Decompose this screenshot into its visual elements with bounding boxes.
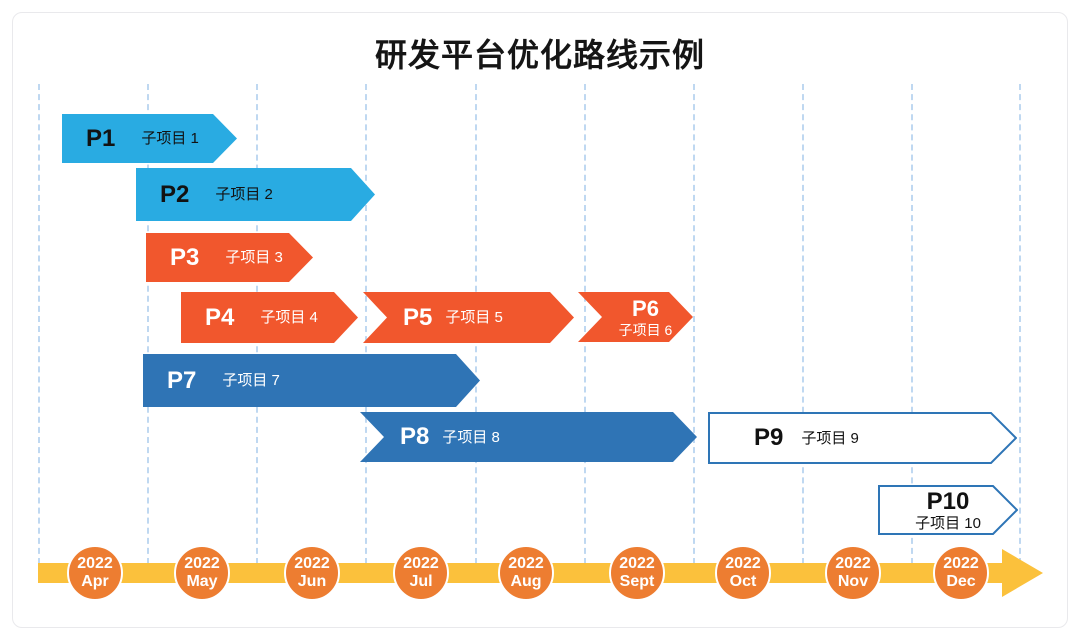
bar-id: P10 [926, 487, 970, 515]
bar-label: 子项目 3 [225, 249, 283, 266]
bar-p10: P10 子项目 10 [878, 485, 1018, 535]
bar-label: 子项目 10 [915, 514, 981, 532]
bar-p2: P2 子项目 2 [136, 168, 375, 221]
timeline-year: 2022 [943, 554, 979, 572]
bar-label: 子项目 7 [222, 372, 280, 389]
timeline-month: Jul [409, 573, 433, 590]
outlined-arrow-shape [708, 412, 1017, 464]
timeline-month-jul: 2022 Jul [393, 545, 449, 601]
timeline-year: 2022 [77, 554, 113, 572]
bar-id: P8 [400, 423, 430, 450]
bar-p7: P7 子项目 7 [143, 354, 480, 407]
timeline-month: Aug [510, 573, 542, 590]
timeline-year: 2022 [619, 554, 655, 572]
bar-id: P5 [403, 303, 433, 331]
timeline-month-sept: 2022 Sept [609, 545, 665, 601]
gridline [911, 84, 913, 564]
timeline-month: Nov [837, 573, 869, 590]
bar-id: P1 [86, 124, 116, 152]
timeline-month: Oct [729, 573, 757, 590]
bar-p8: P8 子项目 8 [360, 412, 697, 462]
timeline-year: 2022 [835, 554, 871, 572]
timeline-year: 2022 [725, 554, 761, 572]
timeline-month: May [186, 573, 218, 590]
bar-p1: P1 子项目 1 [62, 114, 237, 163]
gridline [1019, 84, 1021, 564]
bar-p4: P4 子项目 4 [181, 292, 358, 343]
page-title: 研发平台优化路线示例 [374, 37, 705, 73]
timeline-month: Sept [619, 573, 655, 590]
bar-id: P7 [167, 366, 197, 394]
timeline-year: 2022 [294, 554, 330, 572]
bar-id: P2 [160, 180, 190, 208]
timeline-month: Apr [81, 573, 109, 590]
bar-label: 子项目 5 [445, 309, 503, 326]
bar-label: 子项目 8 [442, 428, 500, 446]
bar-p3: P3 子项目 3 [146, 233, 313, 282]
timeline-month-apr: 2022 Apr [67, 545, 123, 601]
bar-p9: P9 子项目 9 [708, 412, 1017, 464]
gridline [693, 84, 695, 564]
bar-id: P4 [205, 303, 235, 331]
gridline [365, 84, 367, 564]
bar-label: 子项目 4 [260, 309, 318, 326]
gridline [147, 84, 149, 564]
timeline-month: Dec [946, 573, 976, 590]
timeline-year: 2022 [403, 554, 439, 572]
bar-id: P6 [632, 295, 659, 321]
timeline-month-jun: 2022 Jun [284, 545, 340, 601]
timeline-month-oct: 2022 Oct [715, 545, 771, 601]
bar-label: 子项目 6 [618, 321, 673, 338]
timeline-month-nov: 2022 Nov [825, 545, 881, 601]
bar-label: 子项目 9 [801, 429, 859, 447]
bar-label: 子项目 2 [215, 186, 273, 203]
gridline [802, 84, 804, 564]
gridline [584, 84, 586, 564]
timeline-month: Jun [297, 573, 327, 590]
bar-label: 子项目 1 [141, 130, 199, 147]
canvas-frame [12, 12, 1068, 628]
timeline-month-may: 2022 May [174, 545, 230, 601]
timeline-year: 2022 [184, 554, 220, 572]
bar-id: P9 [754, 424, 784, 451]
timeline-month-dec: 2022 Dec [933, 545, 989, 601]
timeline-year: 2022 [508, 554, 544, 572]
bar-id: P3 [170, 243, 200, 271]
timeline-month-aug: 2022 Aug [498, 545, 554, 601]
gridline [38, 84, 40, 564]
bar-p5: P5 子项目 5 [363, 292, 574, 343]
outlined-arrow-shape [878, 485, 1018, 535]
